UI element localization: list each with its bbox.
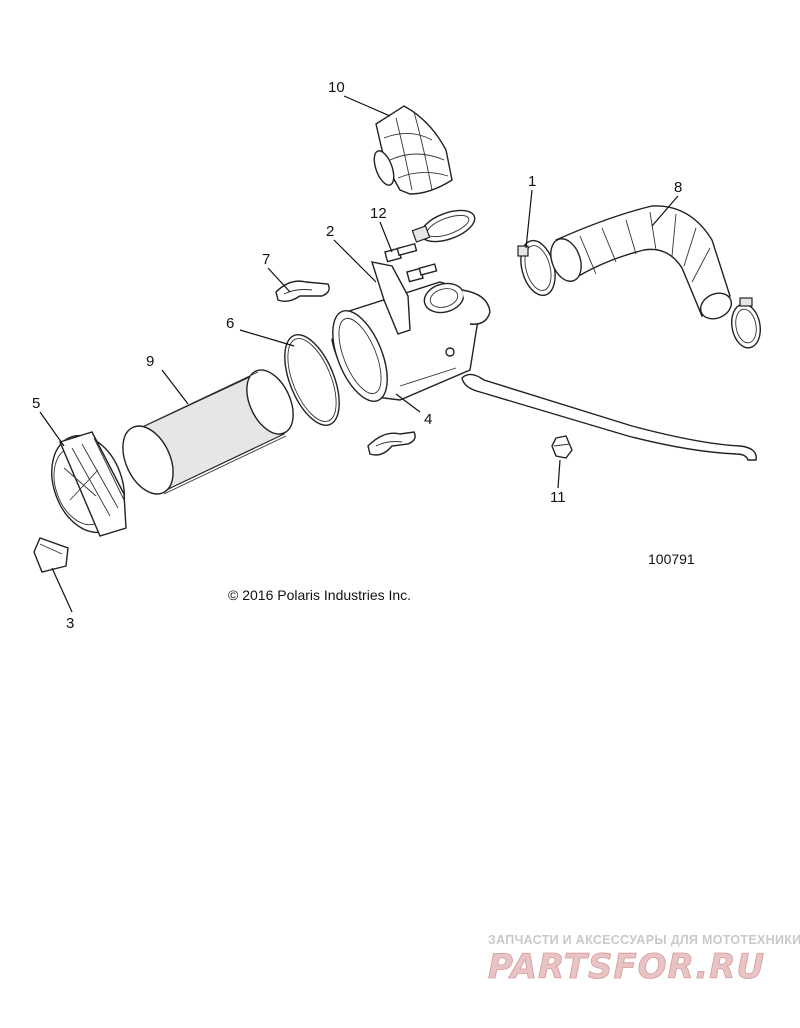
part-11-fitting (551, 435, 573, 459)
callout-2: 2 (326, 223, 334, 240)
hose-clamp-lower (730, 297, 762, 349)
leader-lines (39, 95, 679, 613)
part-4-airbox-housing (331, 261, 491, 402)
callout-7: 7 (262, 251, 270, 268)
callout-1: 1 (528, 173, 536, 190)
callout-9: 9 (146, 353, 154, 370)
callout-12: 12 (370, 205, 387, 222)
part-6-o-ring (284, 334, 340, 426)
part-12-bolt (384, 242, 438, 283)
callout-8: 8 (674, 179, 682, 196)
diagram-number: 100791 (648, 551, 695, 567)
callout-labels: 10 12 2 7 6 9 5 3 4 1 8 11 (32, 79, 682, 632)
callout-10: 10 (328, 79, 345, 96)
part-7-clip (275, 280, 330, 303)
callout-3: 3 (66, 615, 74, 632)
hose-clamp-upper (411, 209, 476, 243)
clip-lower (367, 431, 416, 456)
part-3-valve (33, 537, 69, 573)
part-8-intake-duct (550, 205, 733, 320)
watermark-brand: PARTSFOR.RU (488, 947, 765, 987)
callout-11: 11 (550, 489, 566, 506)
watermark-subtitle: ЗАПЧАСТИ И АКСЕССУАРЫ ДЛЯ МОТОТЕХНИКИ (488, 933, 800, 947)
part-9-filter-element (122, 369, 294, 495)
watermark: ЗАПЧАСТИ И АКСЕССУАРЫ ДЛЯ МОТОТЕХНИКИ PA… (488, 933, 800, 987)
callout-4: 4 (424, 411, 432, 428)
copyright-text: © 2016 Polaris Industries Inc. (228, 587, 411, 603)
callout-5: 5 (32, 395, 40, 412)
drain-tube (461, 373, 757, 461)
callout-6: 6 (226, 315, 234, 332)
part-10-elbow-boot (373, 105, 453, 195)
part-5-filter-cover (51, 431, 127, 537)
part-1-clamp (517, 239, 556, 297)
